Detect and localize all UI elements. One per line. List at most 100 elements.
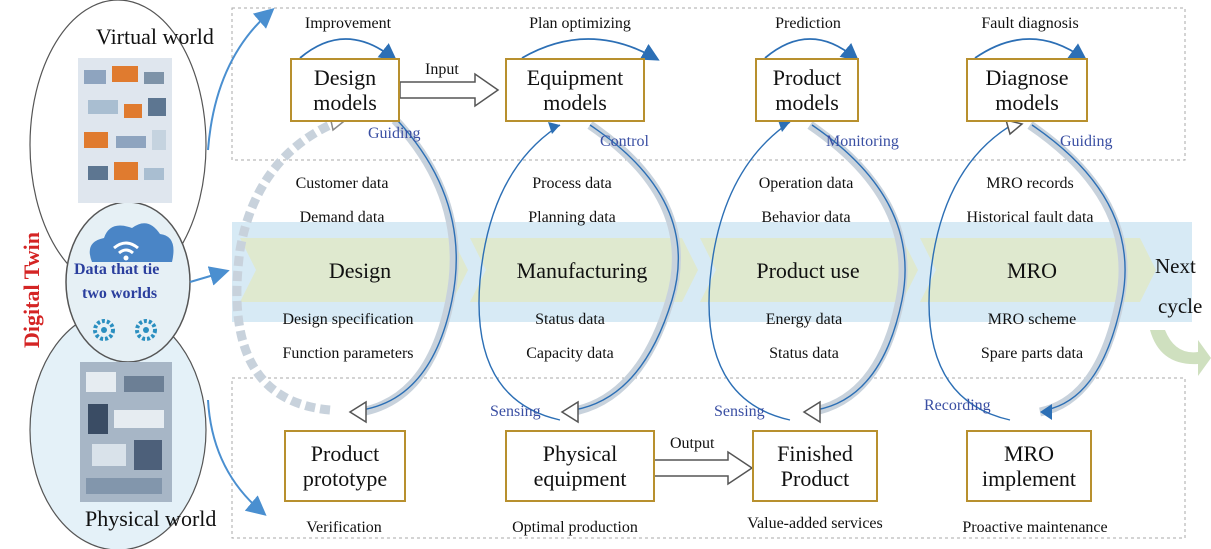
physical-factory-image <box>80 362 172 502</box>
fault-diagnosis-arrow <box>974 38 1088 62</box>
diagnose-models-box[interactable]: Diagnose models <box>966 58 1088 122</box>
input-label: Input <box>425 61 459 78</box>
virtual-world-label: Virtual world <box>96 24 214 49</box>
stage-chevron-design <box>240 238 468 302</box>
guiding-label-2: Guiding <box>1060 133 1113 150</box>
mro-arrow-head <box>1040 404 1052 420</box>
upper-data-mfg-1: Process data <box>532 175 612 192</box>
product-prototype-line2: prototype <box>302 466 388 491</box>
prediction-arrow <box>764 38 860 62</box>
stage-chevron-product-use <box>700 238 918 302</box>
lower-data-design-1: Design specification <box>282 311 414 328</box>
design-loop-line <box>361 120 457 411</box>
design-models-box[interactable]: Design models <box>290 58 400 122</box>
mro-implement-box[interactable]: MRO implement <box>966 430 1092 502</box>
optimal-production-label: Optimal production <box>512 519 638 536</box>
finished-arrow-head <box>802 400 821 424</box>
upper-data-design-1: Customer data <box>295 175 389 192</box>
diagnose-loop-line <box>1031 124 1126 411</box>
finished-product-line2: Product <box>780 466 850 491</box>
plan-optimizing-label: Plan optimizing <box>529 15 631 32</box>
lower-data-mfg-2: Capacity data <box>526 345 614 362</box>
upper-data-mro-2: Historical fault data <box>966 209 1094 226</box>
equipment-models-line1: Equipment <box>526 64 624 90</box>
equipment-up-head <box>548 122 560 134</box>
upper-data-mfg-2: Planning data <box>528 209 616 226</box>
equipment-models-box[interactable]: Equipment models <box>505 58 645 122</box>
physical-arrow-head <box>560 400 579 424</box>
stage-chevron-mro <box>920 238 1156 302</box>
physical-equipment-line1: Physical <box>542 440 618 466</box>
lower-data-use-2: Status data <box>769 345 839 362</box>
upper-data-design-2: Demand data <box>299 209 385 226</box>
equipment-loop-line <box>573 124 680 411</box>
data-tie-label-1: Data that tie <box>74 261 160 278</box>
equipment-loop-up <box>478 124 561 421</box>
output-label: Output <box>670 435 715 452</box>
fault-diagnosis-label: Fault diagnosis <box>981 15 1079 32</box>
physical-world-label: Physical world <box>85 506 217 531</box>
virtual-region <box>231 7 1186 161</box>
verification-label: Verification <box>306 519 382 536</box>
stage-chevron-manufacturing <box>470 238 698 302</box>
product-prototype-line1: Product <box>310 440 380 466</box>
to-physical-arrow <box>207 399 267 516</box>
design-models-line2: models <box>313 90 377 115</box>
guiding-label-1: Guiding <box>368 125 421 142</box>
product-up-head <box>778 120 790 132</box>
proactive-maintenance-label: Proactive maintenance <box>962 519 1108 536</box>
to-band-arrow <box>189 266 230 286</box>
sensing-label-2: Sensing <box>714 403 765 420</box>
finished-product-box[interactable]: Finished Product <box>752 430 878 502</box>
monitoring-label: Monitoring <box>826 133 899 150</box>
gear-icon <box>93 319 157 341</box>
upper-data-use-2: Behavior data <box>761 209 851 226</box>
next-cycle-arrow <box>1150 330 1211 376</box>
input-arrow <box>399 72 500 108</box>
lower-data-mro-1: MRO scheme <box>987 311 1077 328</box>
prediction-label: Prediction <box>775 15 841 32</box>
next-cycle-label-1: Next <box>1155 254 1196 278</box>
next-cycle-label-2: cycle <box>1158 294 1203 318</box>
product-loop-down <box>807 121 908 417</box>
physical-equipment-box[interactable]: Physical equipment <box>505 430 655 502</box>
stage-product-use: Product use <box>756 258 860 283</box>
upper-data-mro-1: MRO records <box>986 175 1074 192</box>
product-loop-line <box>811 124 906 411</box>
sensing-label-1: Sensing <box>490 403 541 420</box>
stage-manufacturing: Manufacturing <box>516 258 648 283</box>
product-models-line1: Product <box>772 64 842 90</box>
mro-implement-line2: implement <box>981 466 1077 491</box>
to-virtual-arrow <box>207 8 275 151</box>
lower-data-use-1: Energy data <box>765 311 843 328</box>
stage-design: Design <box>328 258 392 283</box>
design-models-line1: Design <box>313 64 377 90</box>
product-models-box[interactable]: Product models <box>755 58 859 122</box>
product-loop-up <box>708 121 791 421</box>
recording-label: Recording <box>924 397 991 414</box>
upper-data-use-1: Operation data <box>758 175 854 192</box>
equipment-models-line2: models <box>543 90 607 115</box>
virtual-factory-image <box>78 58 172 203</box>
cloud-icon <box>89 223 174 262</box>
diagnose-up-head <box>1004 118 1024 136</box>
product-prototype-box[interactable]: Product prototype <box>284 430 406 502</box>
finished-product-line1: Finished <box>777 440 853 466</box>
diagnose-models-line1: Diagnose <box>985 64 1069 90</box>
diagnose-loop-up <box>928 125 1011 421</box>
mro-implement-line1: MRO <box>1003 440 1055 466</box>
diagnose-models-line2: models <box>995 90 1059 115</box>
product-models-line2: models <box>775 90 839 115</box>
data-ellipse <box>65 201 191 363</box>
output-arrow <box>653 450 754 486</box>
design-loop-dashed <box>232 120 332 415</box>
data-tie-label-2: two worlds <box>82 285 158 302</box>
prototype-arrow-head <box>348 400 367 424</box>
improvement-arrow <box>299 38 398 62</box>
improvement-label: Improvement <box>304 15 392 32</box>
diagnose-loop-down <box>1027 121 1128 417</box>
value-added-label: Value-added services <box>747 515 883 532</box>
control-label: Control <box>600 133 649 150</box>
